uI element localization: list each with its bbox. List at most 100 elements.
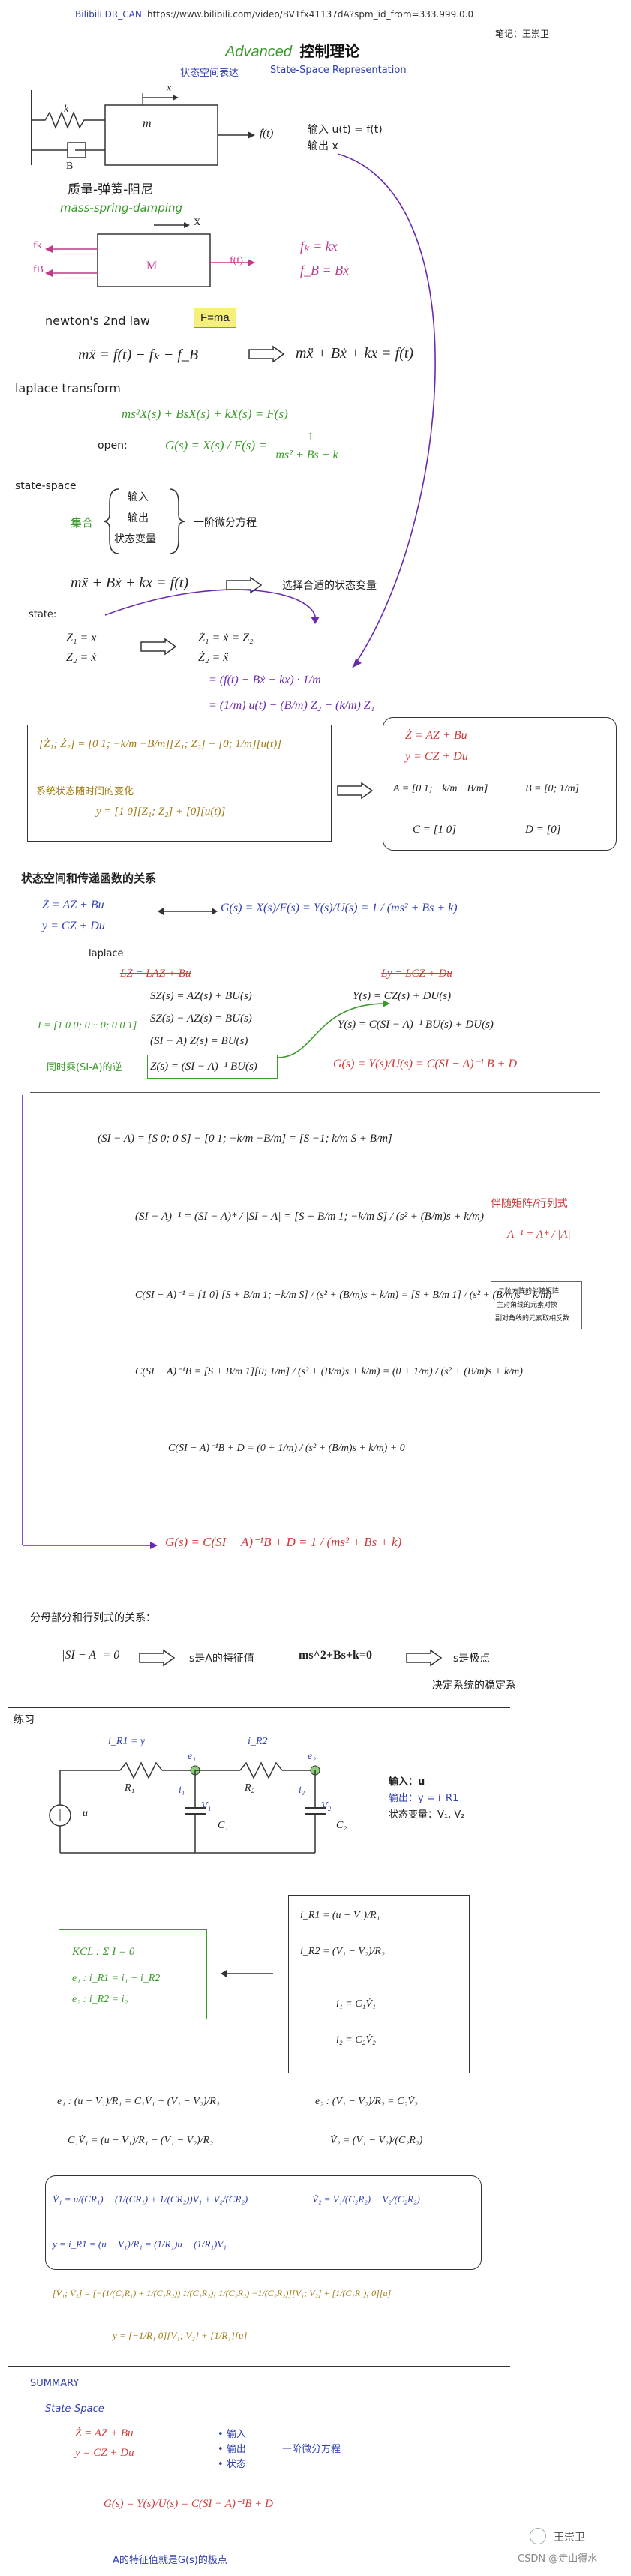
divider-5 <box>8 2366 510 2367</box>
kcl-e1: e₁ : i_R1 = i₁ + i_R2 <box>72 1973 161 1984</box>
arrow-icon <box>139 1649 176 1667</box>
e1-res: C₁V̇₁ = (u − V₁)/R₁ − (V₁ − V₂)/R₂ <box>68 2135 213 2146</box>
e2-eq: e₂ : (V₁ − V₂)/R₂ = C₂V̇₂ <box>315 2096 418 2107</box>
fk-eq: fₖ = kx <box>300 239 338 254</box>
rc-circuit-diagram <box>49 1761 326 1854</box>
char-eq: ms^2+Bs+k=0 <box>299 1649 372 1662</box>
input-line: 输入 u(t) = f(t) <box>308 124 383 136</box>
newton-label: newton's 2nd law <box>45 314 150 328</box>
source-prefix: Bilibili DR_CAN <box>75 9 142 20</box>
stability-label: 决定系统的稳定系 <box>432 1680 516 1692</box>
laplace-label-2: laplace <box>89 948 124 959</box>
gen-c: C = [1 0] <box>413 824 457 836</box>
y-matrix: y = [−1/R₁ 0][V₁; V₂] + [1/R₁][u] <box>113 2330 248 2341</box>
z1-def: Z₁ = x <box>66 632 97 644</box>
c1-label: C₁ <box>218 1820 229 1831</box>
fb-eq: f_B = Bẋ <box>300 263 350 278</box>
left-arrow-icon <box>221 1970 273 1977</box>
laplace-label: laplace transform <box>15 381 121 395</box>
side-note-box <box>491 1281 582 1329</box>
rel-gfinal: G(s) = Y(s)/U(s) = C(SI − A)⁻¹ B + D <box>333 1058 517 1070</box>
arrow-icon <box>140 638 177 656</box>
source-url[interactable]: https://www.bilibili.com/video/BV1fx4113… <box>147 9 474 20</box>
kcl-box <box>59 1929 207 2019</box>
rel-s1: SZ(s) = AZ(s) + BU(s) <box>150 990 252 1002</box>
z1dot: Ż₁ = ẋ = Z₂ <box>198 632 254 644</box>
brace-right-icon <box>169 488 185 554</box>
green-curve-arrow <box>277 1000 390 1058</box>
e2-res: V̇₂ = (V₁ − V₂)/(C₂R₂) <box>330 2135 423 2146</box>
fbd-mass: M <box>146 260 158 272</box>
summary-label: SUMMARY <box>30 2378 80 2389</box>
summary-y: y = CZ + Du <box>75 2447 134 2459</box>
y-eq: y = [1 0][Z₁; Z₂] + [0][u(t)] <box>96 806 226 818</box>
state-eq-box <box>45 2175 482 2270</box>
ss-ode: mẍ + Bẋ + kx = f(t) <box>71 575 189 591</box>
rel-gs: G(s) = X(s)/F(s) = Y(s)/U(s) = 1 / (ms² … <box>221 902 458 914</box>
title-advanced: Advanced <box>225 44 292 60</box>
exercise-label: 练习 <box>14 1714 35 1726</box>
r-i2: i₂ = C₂V̇₂ <box>336 2034 376 2046</box>
page-title: Advanced 控制理论 <box>225 39 359 61</box>
divider-3 <box>30 1092 600 1093</box>
compute-bracket-line <box>22 1095 158 1549</box>
divider-4 <box>8 1707 510 1708</box>
side-note-1: 二阶方阵的伴随矩阵 <box>498 1288 560 1296</box>
gen-b: B = [0; 1/m] <box>525 783 580 794</box>
matrix-form-box <box>27 725 332 842</box>
rel-zdot: Ż = AZ + Bu <box>42 899 104 911</box>
kcl-eq: KCL : Σ I = 0 <box>72 1946 135 1958</box>
summary-bullet-input-text: 输入 <box>226 2429 246 2440</box>
eigen-label: s是A的特征值 <box>189 1653 254 1665</box>
gen-a: A = [0 1; −k/m −B/m] <box>393 783 488 794</box>
rel-s2: SZ(s) − AZ(s) = BU(s) <box>150 1013 252 1025</box>
tf-num: 1 <box>308 431 314 443</box>
det-eq: |SI − A| = 0 <box>62 1649 120 1662</box>
rel-y2: Y(s) = C(SI − A)⁻¹ BU(s) + DU(s) <box>338 1019 494 1031</box>
state-label: state: <box>29 609 57 620</box>
matrix-eq: [Ż₁; Ż₂] = [0 1; −k/m −B/m][Z₁; Z₂] + [0… <box>39 738 282 750</box>
u-label: u <box>83 1808 88 1819</box>
i2-label: i₂ <box>299 1784 305 1795</box>
fma-box: F=ma <box>194 308 236 328</box>
ss-label: state-space <box>15 480 77 492</box>
z2dot: Ż₂ = ẍ <box>198 651 229 664</box>
r2-label: R₂ <box>245 1782 255 1794</box>
comp-c-inv: C(SI − A)⁻¹ = [1 0] [S + B/m 1; −k/m S] … <box>135 1290 552 1301</box>
v1-label: V₁ <box>201 1800 212 1812</box>
yout-eq: y = i_R1 = (u − V₁)/R₁ = (1/R₁)u − (1/R₁… <box>53 2238 227 2250</box>
comp-inv: (SI − A)⁻¹ = (SI − A)* / |SI − A| = [S +… <box>135 1211 484 1223</box>
watermark-csdn: CSDN @走山得水 <box>518 2553 598 2565</box>
arrow-icon <box>248 345 285 363</box>
ss-item-output: 输出 <box>128 512 149 524</box>
e1-eq: e₁ : (u − V₁)/R₁ = C₁V̇₁ + (V₁ − V₂)/R₂ <box>57 2096 220 2107</box>
fbd-ft: f(t) <box>230 255 243 266</box>
r-ir2: i_R2 = (V₁ − V₂)/R₂ <box>300 1946 385 1957</box>
force-label: f(t) <box>260 128 274 140</box>
author-note: 笔记：王崇卫 <box>495 29 550 39</box>
v2-label: V₂ <box>321 1800 332 1812</box>
relation-heading: 状态空间和传递函数的关系 <box>21 872 157 885</box>
io-output: 输出：y = i_R1 <box>389 1793 459 1804</box>
msd-en: mass-spring-damping <box>60 201 183 215</box>
choose-label: 选择合适的状态变量 <box>282 580 377 592</box>
subtitle-cn: 状态空间表达 <box>180 68 239 79</box>
gen-d: D = [0] <box>525 824 561 836</box>
summary-eigen: A的特征值就是G(s)的极点 <box>113 2555 227 2566</box>
e1-label: e₁ <box>188 1751 197 1762</box>
rel-ly: Ly = LCZ + Du <box>381 968 452 980</box>
r1-label: R₁ <box>125 1782 135 1794</box>
gen-y: y = CZ + Du <box>405 750 468 763</box>
newton-eq-right: mẍ + Bẋ + kx = f(t) <box>296 345 414 362</box>
r-ir1: i_R1 = (u − V₁)/R₁ <box>300 1910 380 1921</box>
e2-label: e₂ <box>308 1751 317 1762</box>
adj-formula: A⁻¹ = A* / |A| <box>507 1229 571 1241</box>
r-i1: i₁ = C₁V̇₁ <box>336 1998 376 2010</box>
matrix-note: 系统状态随时间的变化 <box>36 786 134 797</box>
brace-left-icon <box>103 488 119 554</box>
arrow-icon <box>337 782 374 800</box>
msd-cn: 质量-弹簧-阻尼 <box>68 182 154 197</box>
mass-label: m <box>143 117 152 130</box>
watermark-name: 王崇卫 <box>554 2532 585 2544</box>
damper-label: B <box>66 161 74 172</box>
